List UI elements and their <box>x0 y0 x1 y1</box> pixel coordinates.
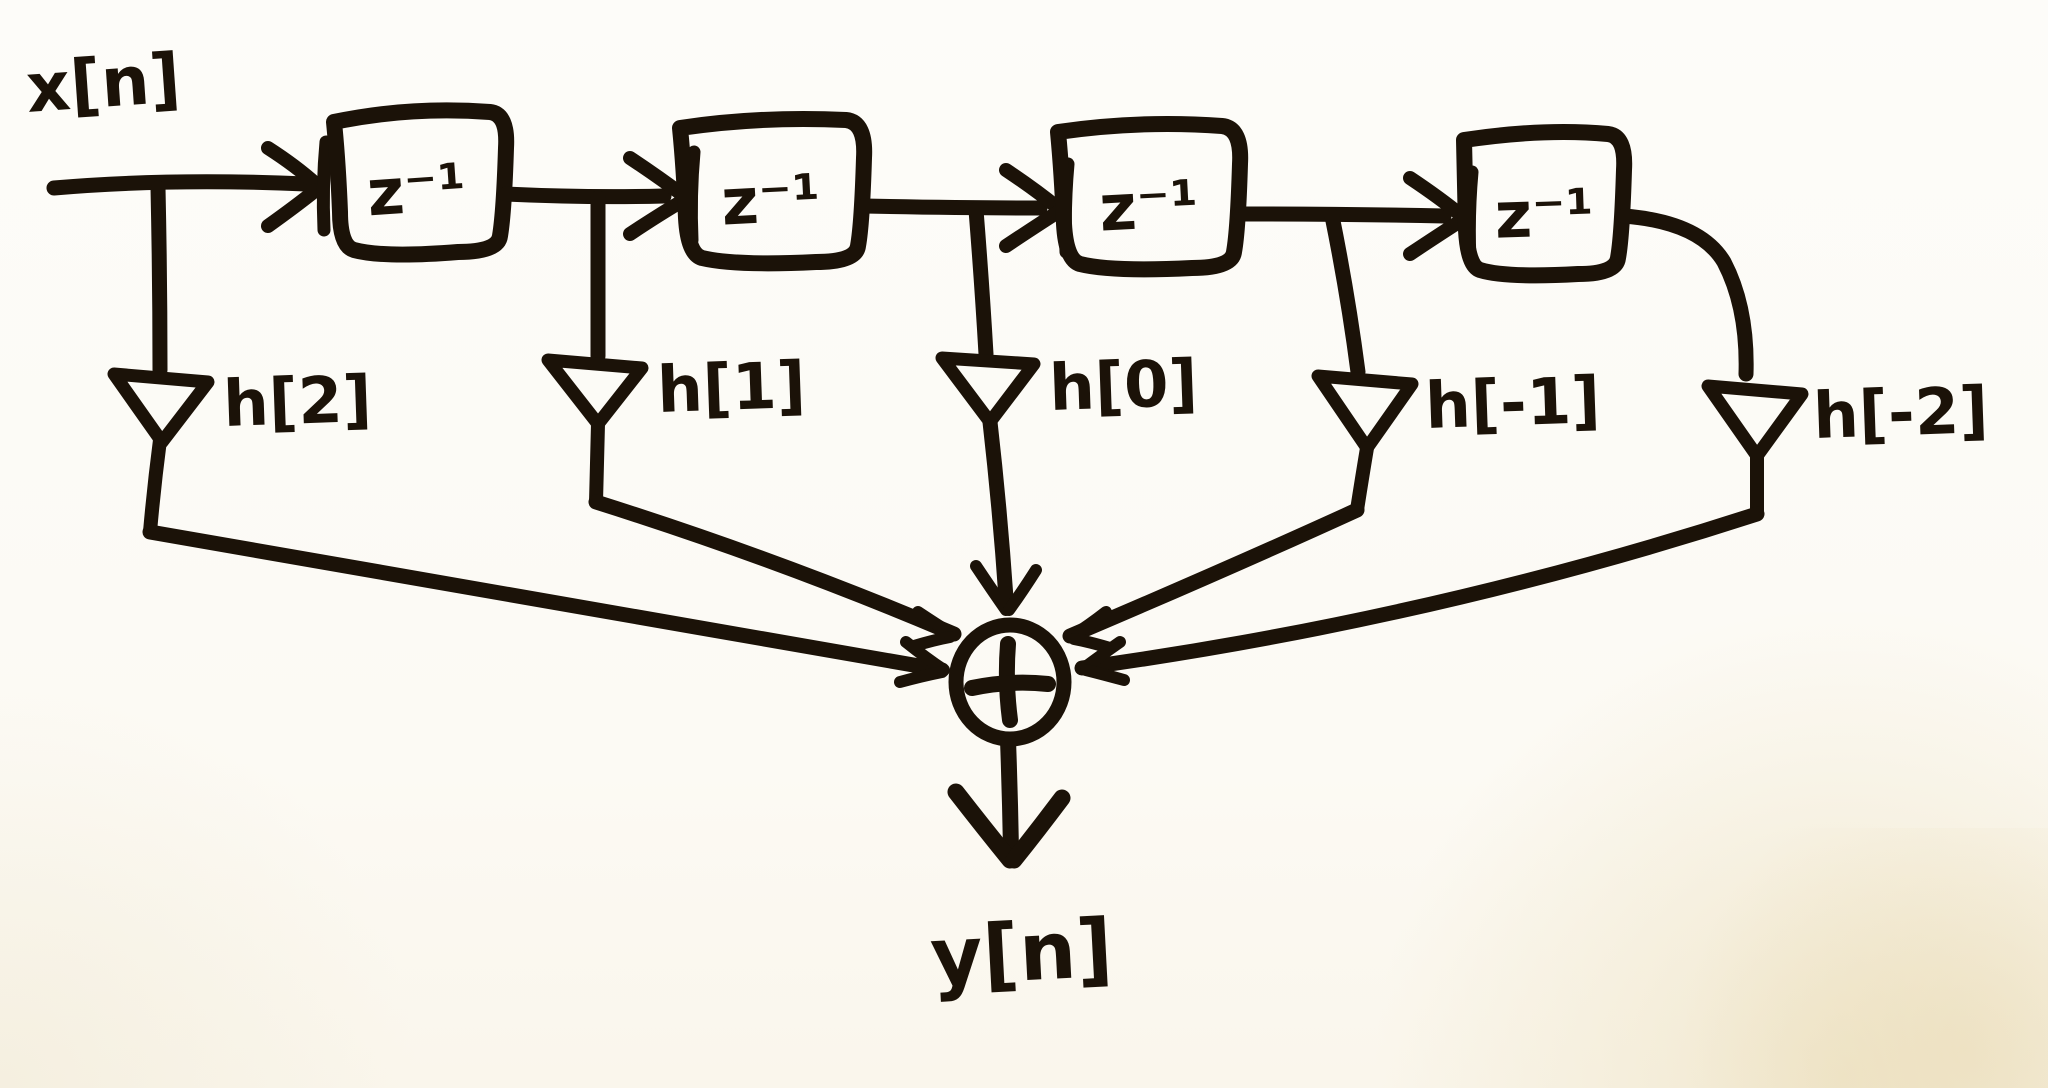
delay-block-label: z⁻¹ <box>365 151 469 232</box>
delay-block-box <box>326 102 515 263</box>
arrow-down-icon <box>947 783 1071 869</box>
tap-line <box>150 180 168 378</box>
delay-block-4: z⁻¹ <box>1456 124 1633 284</box>
tap-gain-label: h[-1] <box>1424 364 1602 444</box>
tap-branch-3: h[0] <box>935 202 1199 616</box>
tap-diagonal-line <box>142 524 950 678</box>
tap-gain-label: h[-2] <box>1812 374 1990 454</box>
signal-line-b1-b2 <box>498 186 672 205</box>
tap-gain-label: h[2] <box>222 363 373 442</box>
tap-line-lower <box>1350 441 1374 517</box>
arrow-down-icon <box>970 560 1042 616</box>
signal-line-input <box>46 174 314 196</box>
output-branch: y[n] <box>928 732 1115 1004</box>
input-label: x[n] <box>24 39 184 129</box>
tap-line <box>968 202 994 362</box>
tap-branch-2: h[1] <box>541 190 962 652</box>
tap-line <box>1324 208 1366 380</box>
delay-block-2: z⁻¹ <box>672 111 873 272</box>
tap-diagonal-line <box>1074 506 1765 676</box>
arrow-right-icon <box>908 606 958 652</box>
delay-line: z⁻¹ z⁻¹ <box>46 102 1754 382</box>
delay-block-box <box>672 111 873 272</box>
gain-triangle-icon <box>541 353 649 431</box>
signal-line-b2-b3 <box>856 198 1048 216</box>
tap-line-lower <box>589 417 605 509</box>
gain-triangle-icon <box>1701 379 1809 463</box>
tap-branch-1: h[2] <box>107 180 950 688</box>
tap-gain-label: h[0] <box>1048 347 1199 426</box>
output-label: y[n] <box>928 902 1115 1004</box>
delay-block-3: z⁻¹ <box>1050 116 1249 278</box>
tap-diagonal-line <box>588 494 962 642</box>
delay-block-box <box>1050 116 1249 278</box>
delay-block-label: z⁻¹ <box>720 161 823 240</box>
signal-line-b4-output-curve <box>1616 208 1754 382</box>
arrow-left-icon <box>1078 636 1130 686</box>
tap-line-lower <box>143 433 167 539</box>
arrow-right-icon <box>261 135 333 237</box>
tap-diagonal-line <box>1062 502 1365 644</box>
tap-branch-4: h[-1] <box>1062 208 1602 654</box>
tap-line-lower <box>982 414 1014 606</box>
gain-triangle-icon <box>1311 369 1419 455</box>
signal-line-b3-b4 <box>1232 206 1452 224</box>
summation-node <box>948 617 1072 747</box>
arrow-left-icon <box>1066 606 1116 654</box>
delay-block-box <box>1456 124 1633 284</box>
delay-block-1: z⁻¹ <box>326 102 515 263</box>
tap-branch-5: h[-2] <box>1074 374 1990 686</box>
gain-triangle-icon <box>935 351 1041 429</box>
plus-icon <box>964 636 1056 728</box>
delay-block-label: z⁻¹ <box>1493 176 1595 253</box>
delay-block-label: z⁻¹ <box>1098 167 1201 246</box>
tap-gain-label: h[1] <box>656 349 807 428</box>
output-line <box>1000 732 1019 858</box>
gain-triangle-icon <box>107 367 215 449</box>
